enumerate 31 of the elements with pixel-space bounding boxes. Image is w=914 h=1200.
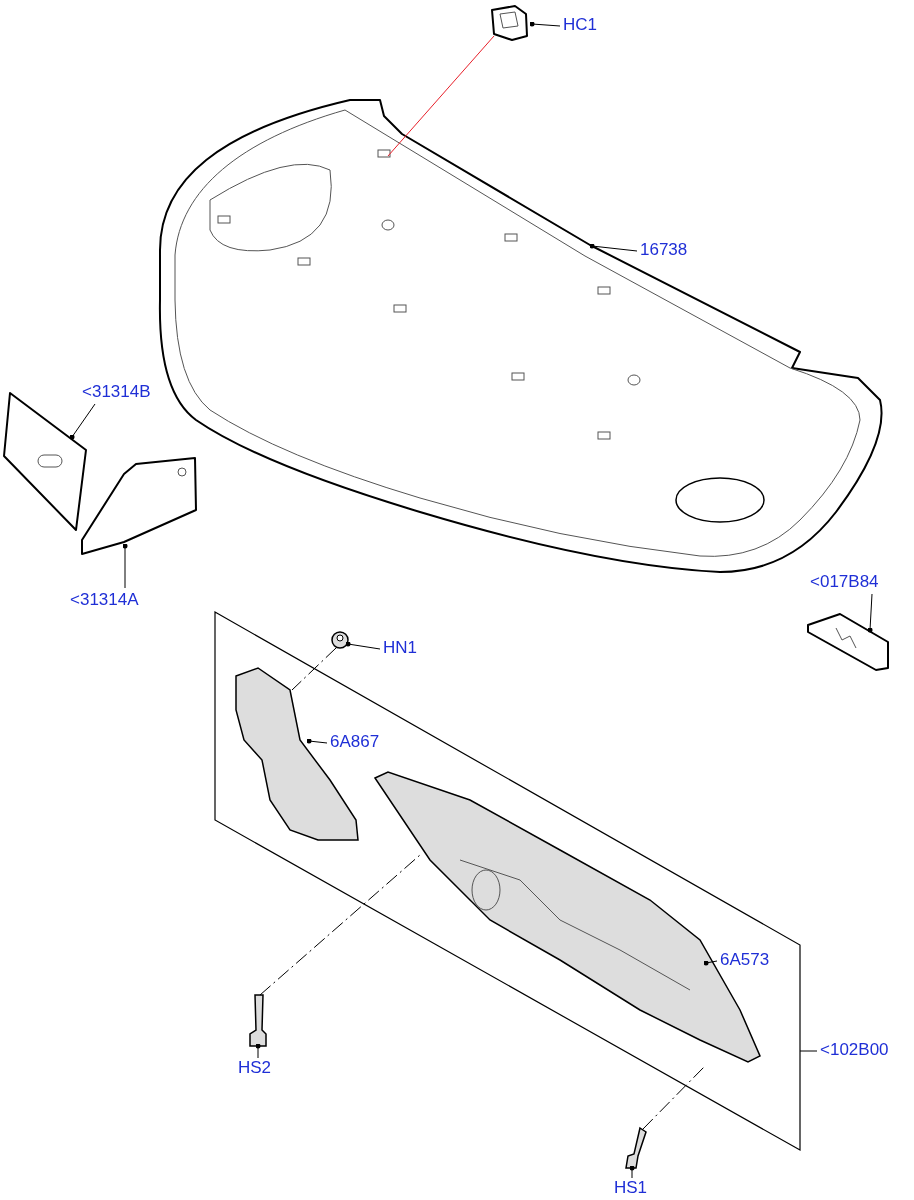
leader-line: [69, 403, 96, 440]
callout-label: <31314B: [82, 382, 151, 402]
leader-line: [529, 21, 561, 27]
callout-label: <102B00: [820, 1040, 889, 1060]
leader-line: [629, 1165, 635, 1179]
leader-line: [589, 243, 638, 252]
leader-line: [122, 543, 128, 589]
leader-line: [345, 641, 381, 650]
callout-label: HC1: [563, 15, 597, 35]
bolt-drawing: [624, 1126, 648, 1172]
pad-drawing: [78, 455, 198, 557]
callout-label: HS2: [238, 1058, 272, 1078]
fitting-line: [259, 854, 421, 996]
bolt-drawing: [246, 992, 268, 1048]
fitting-line: [387, 35, 495, 157]
leader-line: [306, 738, 328, 744]
bracket-drawing: [804, 610, 892, 672]
leader-line: [867, 593, 873, 633]
callout-label: 16738: [640, 240, 688, 260]
leader-line: [255, 1043, 261, 1059]
fitting-line: [291, 647, 337, 691]
leader-line: [703, 960, 718, 966]
callout-label: <017B84: [810, 572, 879, 592]
callout-label: <31314A: [70, 590, 139, 610]
callout-label: HS1: [614, 1178, 648, 1198]
fitting-line: [642, 1065, 706, 1130]
callout-label: HN1: [383, 638, 417, 658]
leader-line: [799, 1050, 818, 1052]
callout-label: 6A867: [330, 732, 380, 752]
nut-drawing: [330, 630, 350, 652]
callout-label: 6A573: [720, 950, 770, 970]
